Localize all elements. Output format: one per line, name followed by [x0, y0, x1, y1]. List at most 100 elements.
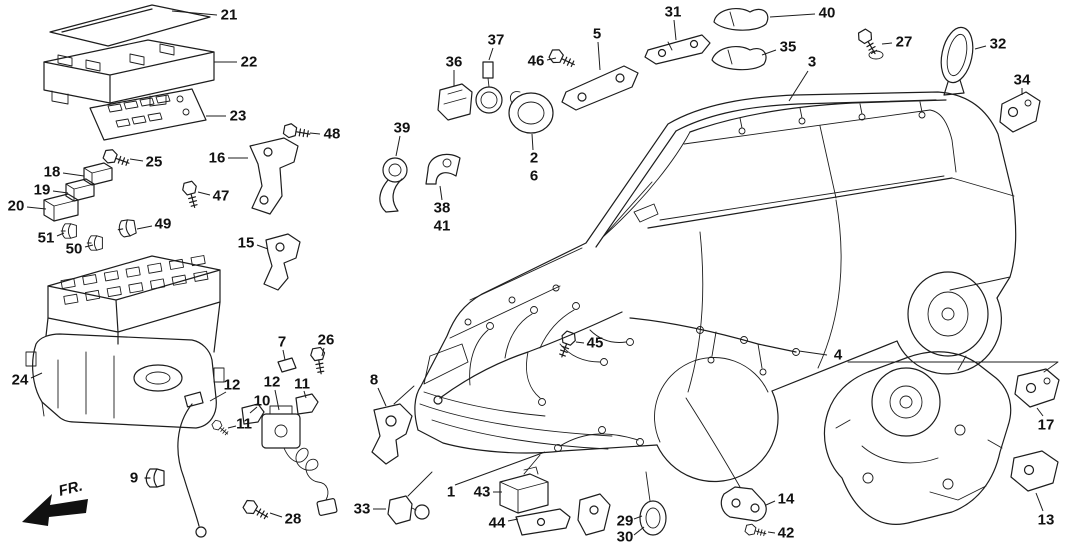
reference-line	[847, 361, 1059, 373]
callout-27: 27	[896, 34, 913, 51]
callout-48: 48	[324, 126, 341, 143]
leader-line-5	[597, 41, 601, 71]
leader-line-19	[52, 190, 69, 194]
leader-line-3	[788, 70, 809, 102]
bolt-icon-26	[309, 346, 329, 376]
callout-3: 3	[808, 54, 816, 71]
sub-harness-assembly	[177, 357, 338, 538]
leader-line-49	[136, 225, 153, 230]
callout-2: 2	[530, 150, 538, 167]
bracket-8	[371, 385, 415, 465]
fr-direction-indicator: FR.	[22, 478, 88, 526]
callout-13: 13	[1038, 512, 1055, 529]
callout-8: 8	[370, 372, 378, 389]
bracket-31	[644, 34, 711, 65]
leader-line-39	[395, 135, 401, 157]
callout-41: 41	[434, 218, 451, 235]
callout-47: 47	[213, 188, 230, 205]
bolt-icon-48	[282, 122, 312, 142]
engine-harness	[433, 284, 644, 452]
leader-line-15	[256, 244, 269, 250]
leader-line-42	[767, 531, 776, 534]
leader-line-37	[488, 47, 494, 61]
mount-bracket-small	[577, 493, 611, 536]
callout-51: 51	[38, 230, 55, 247]
clamp-40	[713, 8, 769, 31]
harness-clip-51	[60, 223, 77, 239]
callout-30: 30	[617, 529, 634, 546]
leader-line-29	[633, 515, 643, 520]
relay-box-19	[65, 178, 95, 202]
car-body-outline	[414, 91, 1017, 483]
leader-line-25	[129, 158, 144, 162]
clamp-37	[475, 61, 503, 114]
bolt-icon-25	[101, 147, 132, 171]
callout-11: 11	[294, 376, 310, 393]
callout-42: 42	[778, 525, 795, 542]
clamp-35	[711, 46, 767, 71]
callout-15: 15	[238, 235, 255, 252]
callout-18: 18	[44, 164, 61, 181]
bracket-13	[1010, 450, 1059, 492]
callout-23: 23	[230, 108, 247, 125]
leader-line-48	[309, 132, 321, 135]
leader-line-2	[531, 133, 534, 151]
leader-line-26	[321, 347, 325, 357]
harness-clip-50	[86, 235, 103, 251]
callout-40: 40	[819, 5, 836, 22]
grommet-39	[379, 157, 408, 213]
leader-line-10	[249, 406, 258, 414]
leader-line-44	[507, 518, 519, 522]
callout-12: 12	[264, 374, 281, 391]
main-fuse-box	[25, 255, 225, 429]
leader-line-12	[274, 389, 280, 411]
callout-25: 25	[146, 154, 163, 171]
leader-line-50	[84, 244, 94, 248]
clamp-38-41	[425, 153, 461, 185]
callout-11: 11	[236, 416, 252, 433]
callout-39: 39	[394, 120, 411, 137]
grommet-2-6	[508, 91, 554, 134]
bracket-17	[1014, 368, 1060, 408]
leader-line-46	[546, 57, 557, 61]
bolt-icon-28	[240, 497, 272, 524]
leader-line-7	[282, 349, 286, 361]
main-relay-43	[499, 454, 549, 514]
callout-14: 14	[778, 491, 795, 508]
callout-35: 35	[780, 39, 797, 56]
harness-clip-33	[387, 471, 433, 525]
callout-12: 12	[224, 377, 241, 394]
leader-line-24	[30, 372, 43, 379]
leader-line-20	[26, 206, 47, 210]
leader-line-47	[197, 191, 211, 196]
callout-26: 26	[318, 332, 335, 349]
leader-line-8	[377, 387, 387, 407]
bracket-15	[263, 233, 301, 291]
fuse-box-cover	[43, 39, 215, 107]
strap-32	[940, 26, 974, 96]
callout-49: 49	[155, 216, 172, 233]
callout-4: 4	[834, 347, 843, 364]
floor-harness	[629, 317, 800, 376]
leader-line-11	[227, 425, 237, 429]
roof-harness	[603, 99, 947, 237]
bolt-washer-27	[855, 26, 884, 60]
callout-31: 31	[665, 4, 682, 21]
callout-45: 45	[587, 335, 604, 352]
relay-box-20	[43, 193, 79, 222]
leader-lines	[26, 10, 1044, 536]
connector-36	[437, 83, 473, 121]
callout-17: 17	[1038, 417, 1055, 434]
leader-line-4	[798, 350, 828, 356]
callout-38: 38	[434, 200, 451, 217]
callout-10: 10	[254, 393, 271, 410]
leader-line-18	[62, 172, 85, 177]
leader-line-51	[56, 232, 65, 237]
callout-43: 43	[474, 484, 491, 501]
callout-32: 32	[990, 36, 1007, 53]
relay-box-18	[83, 162, 113, 186]
callout-28: 28	[285, 511, 302, 528]
callout-29: 29	[617, 513, 634, 530]
callout-16: 16	[209, 150, 226, 167]
